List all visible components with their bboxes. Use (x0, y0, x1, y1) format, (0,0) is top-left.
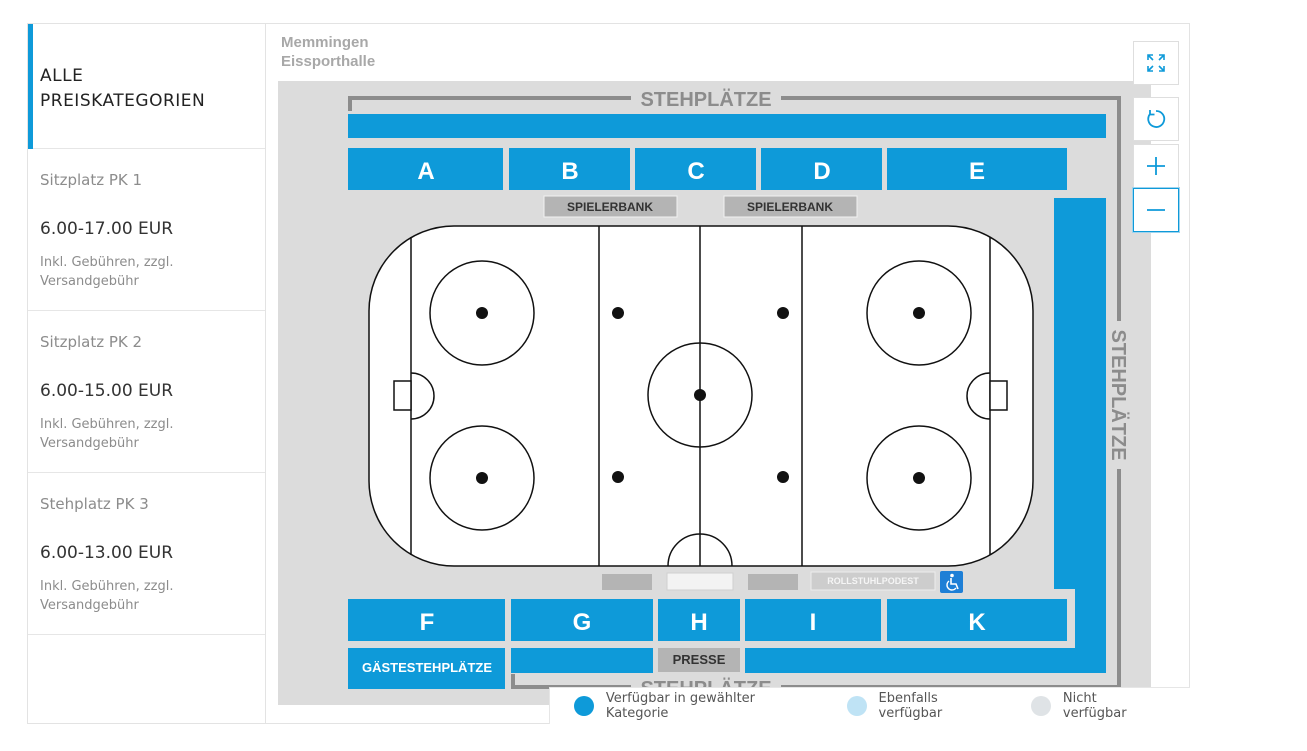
block-k[interactable]: K (887, 599, 1067, 641)
players-bench-label: SPIELERBANK (567, 200, 653, 214)
block-label: I (810, 609, 817, 636)
zoom-out-button[interactable] (1133, 188, 1179, 232)
price-category-sidebar: ALLE PREISKATEGORIEN Sitzplatz PK 1 6.00… (27, 23, 265, 724)
legend-label: Nicht verfügbar (1062, 691, 1127, 721)
reset-view-button[interactable] (1133, 97, 1179, 141)
zoom-in-button[interactable] (1133, 144, 1179, 188)
penalty-box-2 (748, 574, 798, 590)
block-i[interactable]: I (745, 599, 881, 641)
block-label: G (573, 609, 592, 636)
standing-zone-top[interactable] (348, 114, 1106, 138)
timekeeper-box (666, 572, 734, 591)
category-price: 6.00-13.00 EUR (40, 543, 174, 563)
block-label: H (690, 609, 707, 636)
category-price: 6.00-15.00 EUR (40, 381, 174, 401)
wheelchair-platform: ROLLSTUHLPODEST (810, 571, 936, 591)
block-b[interactable]: B (509, 148, 630, 190)
availability-legend: Verfügbar in gewählter Kategorie Ebenfal… (549, 687, 1190, 724)
fullscreen-button[interactable] (1133, 41, 1179, 85)
category-item-pk2[interactable]: Sitzplatz PK 2 6.00-15.00 EUR Inkl. Gebü… (28, 311, 265, 473)
legend-item-unavailable: Nicht verfügbar (1030, 691, 1164, 721)
category-note: Inkl. Gebühren, zzgl. Versandgebühr (40, 255, 174, 289)
minus-icon (1147, 209, 1165, 211)
standing-label-right: STEHPLÄTZE (1107, 329, 1130, 460)
wheelchair-label: ROLLSTUHLPODEST (827, 576, 919, 586)
players-bench-label: SPIELERBANK (747, 200, 833, 214)
legend-item-also-available: Ebenfalls verfügbar (846, 691, 1005, 721)
block-g[interactable]: G (511, 599, 653, 641)
players-bench-1: SPIELERBANK (543, 195, 678, 218)
seat-map[interactable]: STEHPLÄTZE STEHPLÄTZE STEHPLÄTZE A B C D… (266, 24, 1191, 725)
category-item-pk3[interactable]: Stehplatz PK 3 6.00-13.00 EUR Inkl. Gebü… (28, 473, 265, 635)
block-label: D (813, 158, 830, 185)
category-all[interactable]: ALLE PREISKATEGORIEN (28, 24, 265, 149)
standing-zone-right[interactable] (1054, 198, 1106, 589)
guest-standing-block[interactable]: GÄSTESTEHPLÄTZE (348, 648, 505, 689)
block-d[interactable]: D (761, 148, 882, 190)
category-price: 6.00-17.00 EUR (40, 219, 174, 239)
penalty-box-1 (602, 574, 652, 590)
legend-item-available: Verfügbar in gewählter Kategorie (574, 691, 821, 721)
legend-label: Verfügbar in gewählter Kategorie (605, 691, 756, 721)
block-label: K (968, 609, 986, 636)
block-h[interactable]: H (658, 599, 740, 641)
standing-zone-bottom-left[interactable] (511, 648, 653, 673)
category-name: Stehplatz PK 3 (40, 495, 149, 513)
block-c[interactable]: C (635, 148, 756, 190)
seat-map-panel: Memmingen Eissporthalle STEHPLÄTZE STEHP… (265, 23, 1190, 724)
block-a[interactable]: A (348, 148, 503, 190)
block-e[interactable]: E (887, 148, 1067, 190)
block-label: C (687, 158, 704, 185)
block-f[interactable]: F (348, 599, 505, 641)
block-label: A (417, 158, 434, 185)
block-label: F (420, 609, 435, 636)
category-all-label: ALLE PREISKATEGORIEN (40, 66, 206, 111)
plus-icon (1147, 157, 1165, 175)
legend-dot (846, 696, 867, 716)
players-bench-2: SPIELERBANK (723, 195, 858, 218)
category-item-pk1[interactable]: Sitzplatz PK 1 6.00-17.00 EUR Inkl. Gebü… (28, 149, 265, 311)
faceoff-dots (476, 307, 925, 484)
category-note: Inkl. Gebühren, zzgl. Versandgebühr (40, 579, 174, 613)
press-label: PRESSE (673, 652, 726, 667)
legend-label: Ebenfalls verfügbar (878, 691, 943, 721)
standing-zone-bottom-right[interactable] (745, 648, 1106, 673)
guest-standing-label: GÄSTESTEHPLÄTZE (362, 660, 492, 675)
press-area: PRESSE (658, 648, 740, 672)
venue-name: Memmingen Eissporthalle (281, 34, 376, 70)
expand-icon (1147, 54, 1165, 72)
wheelchair-icon (940, 571, 963, 593)
category-note: Inkl. Gebühren, zzgl. Versandgebühr (40, 417, 174, 451)
legend-dot (574, 696, 594, 716)
category-name: Sitzplatz PK 1 (40, 171, 143, 189)
legend-dot (1030, 696, 1051, 716)
reset-icon (1147, 110, 1166, 128)
category-name: Sitzplatz PK 2 (40, 333, 143, 351)
block-label: E (969, 158, 985, 185)
standing-label-top: STEHPLÄTZE (640, 88, 771, 111)
block-label: B (561, 158, 578, 185)
